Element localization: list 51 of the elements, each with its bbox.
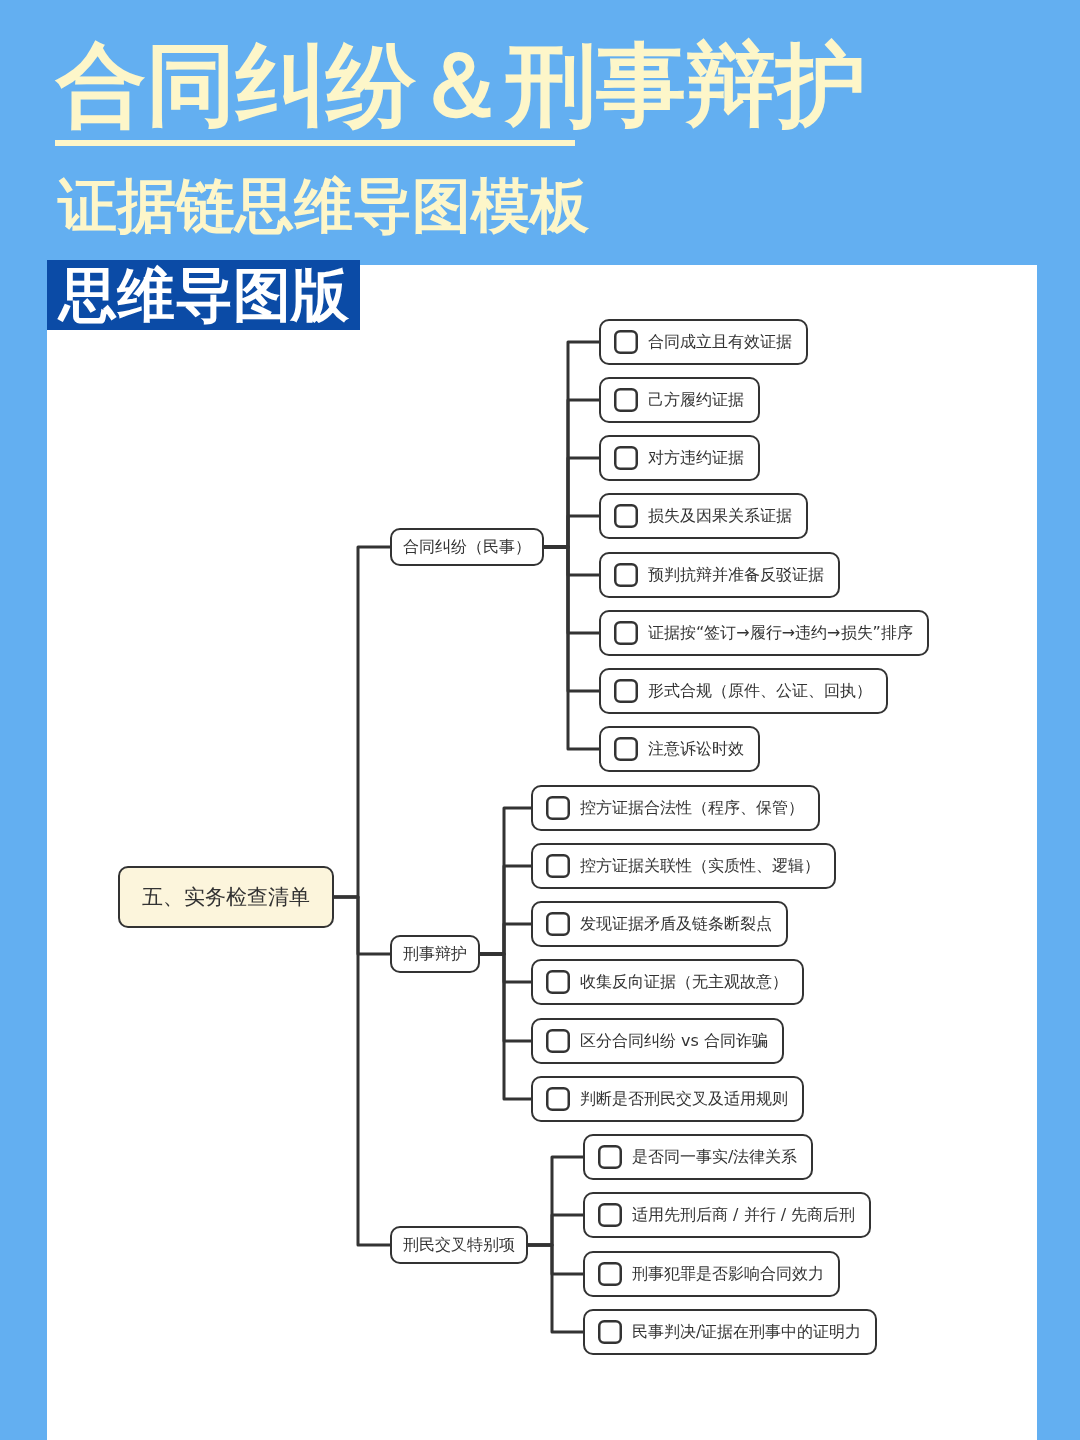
checklist-item <box>599 377 760 423</box>
topic-text: 合同纠纷（民事） <box>403 536 531 558</box>
item-text: 对方违约证据 <box>648 447 744 469</box>
item-text: 适用先刑后商 / 并行 / 先商后刑 <box>632 1204 856 1226</box>
subtitle: 证据链思维导图模板 <box>58 170 589 242</box>
item-text: 形式合规（原件、公证、回执） <box>648 680 872 702</box>
connector-line <box>334 895 390 1247</box>
item-text: 发现证据矛盾及链条断裂点 <box>580 913 772 935</box>
checklist-item <box>583 1192 872 1238</box>
connector-line <box>528 1243 583 1334</box>
checklist-item <box>583 1309 878 1355</box>
checklist-item <box>531 1018 784 1064</box>
item-text: 己方履约证据 <box>648 389 744 411</box>
checklist-item <box>531 785 820 831</box>
branch-topic <box>390 1226 528 1264</box>
item-text: 判断是否刑民交叉及适用规则 <box>580 1088 788 1110</box>
checklist-item <box>583 1251 840 1297</box>
topic-text: 五、实务检查清单 <box>142 884 310 911</box>
item-text: 是否同一事实/法律关系 <box>632 1146 798 1168</box>
checklist-item <box>599 552 840 598</box>
item-text: 证据按“签订→履行→违约→损失”排序 <box>648 622 913 644</box>
item-text: 预判抗辩并准备反驳证据 <box>648 564 824 586</box>
item-text: 刑事犯罪是否影响合同效力 <box>632 1263 824 1285</box>
branch-topic <box>390 935 480 973</box>
checklist-item <box>531 1076 804 1122</box>
topic-text: 刑民交叉特别项 <box>403 1234 515 1256</box>
item-text: 损失及因果关系证据 <box>648 505 792 527</box>
item-text: 控方证据关联性（实质性、逻辑） <box>580 855 820 877</box>
item-text: 注意诉讼时效 <box>648 738 744 760</box>
checklist-item <box>531 901 788 947</box>
checklist-item <box>583 1134 814 1180</box>
checklist-item <box>599 726 760 772</box>
connector-line <box>480 952 531 1101</box>
checklist-item <box>599 610 929 656</box>
item-text: 民事判决/证据在刑事中的证明力 <box>632 1321 862 1343</box>
item-text: 区分合同纠纷 vs 合同诈骗 <box>580 1030 768 1052</box>
checklist-item <box>531 959 804 1005</box>
checklist-item <box>599 319 808 365</box>
item-text: 控方证据合法性（程序、保管） <box>580 797 804 819</box>
title-heading: 合同纠纷＆刑事辩护 <box>56 31 866 139</box>
checklist-item <box>599 493 808 539</box>
branch-topic <box>390 528 544 566</box>
item-text: 合同成立且有效证据 <box>648 331 792 353</box>
checklist-item <box>599 668 888 714</box>
version-tag: 思维导图版 <box>47 260 360 330</box>
connector-line <box>544 545 599 751</box>
checklist-item <box>599 435 760 481</box>
root-topic <box>118 866 334 928</box>
checklist-item <box>531 843 836 889</box>
topic-text: 刑事辩护 <box>403 943 467 965</box>
item-text: 收集反向证据（无主观故意） <box>580 971 788 993</box>
